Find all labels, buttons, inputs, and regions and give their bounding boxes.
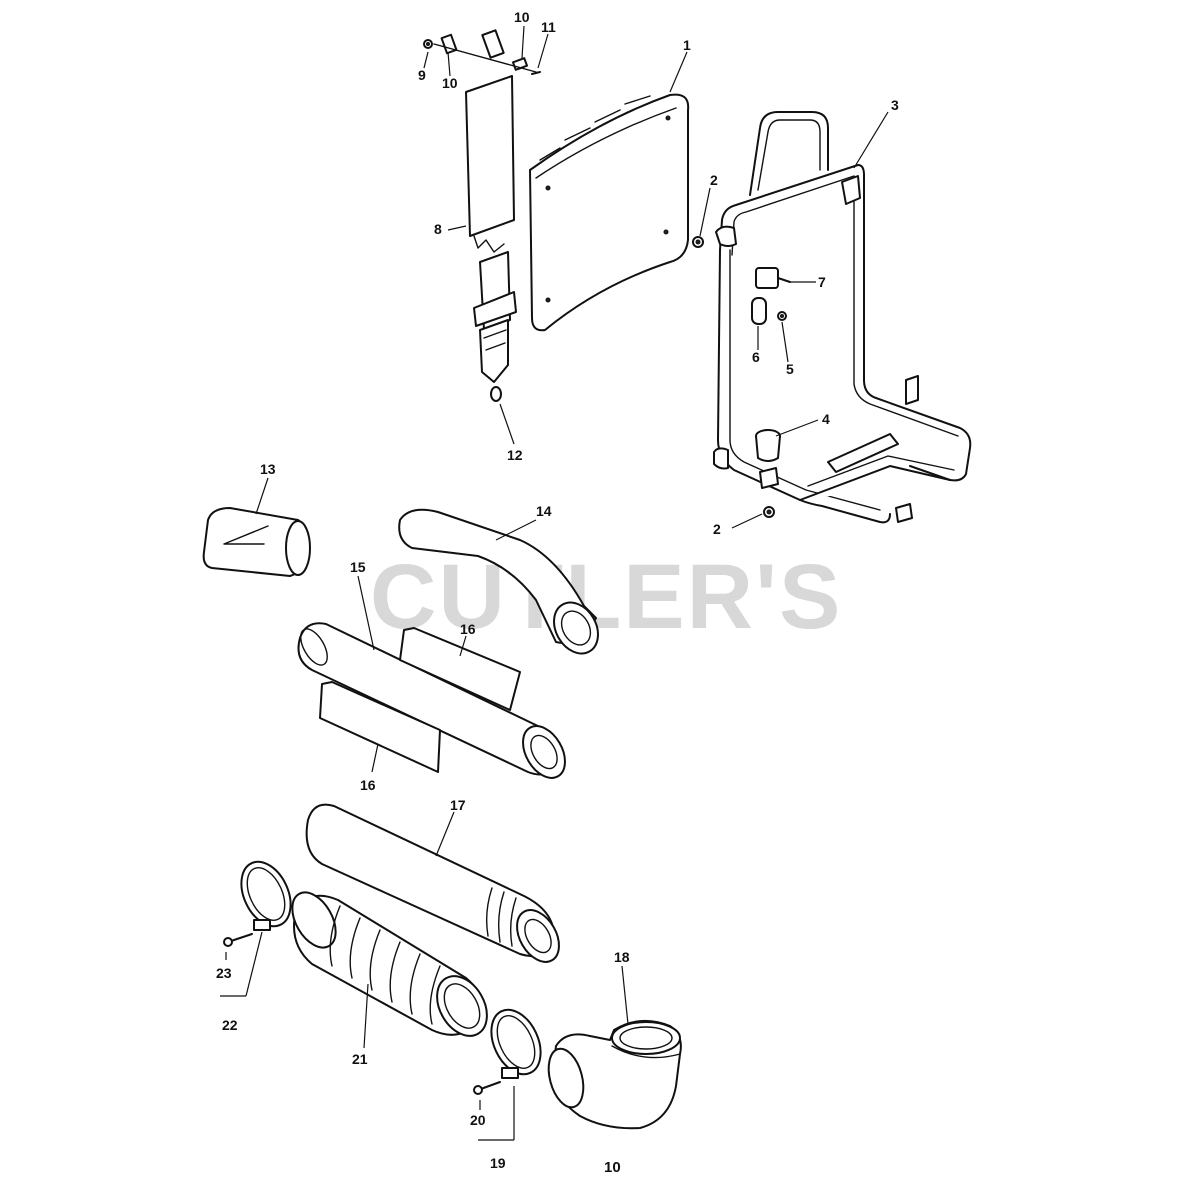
callout-15: 15 (350, 559, 366, 575)
part-16-decal-upper (399, 627, 521, 711)
watermark-text: CUTLER'S (370, 546, 842, 648)
part-12-clip (490, 386, 502, 402)
callout-17: 17 (450, 797, 466, 813)
callout-8: 8 (434, 221, 442, 237)
callout-21: 21 (352, 1051, 368, 1067)
leader-lines (220, 25, 889, 1141)
callout-10-left: 10 (442, 75, 458, 91)
callout-23: 23 (216, 965, 232, 981)
callout-2-lower: 2 (713, 521, 721, 537)
callout-13: 13 (260, 461, 276, 477)
callout-18: 18 (614, 949, 630, 965)
part-4-foot (755, 429, 781, 462)
part-15-straight-tube (297, 622, 566, 779)
callout-9: 9 (418, 67, 426, 83)
part-16-decal-lower (319, 681, 441, 773)
part-2-nut-lower (763, 506, 775, 518)
callout-19: 19 (490, 1155, 506, 1171)
part-11-screw (531, 71, 541, 75)
part-9-nut (423, 39, 433, 49)
callout-6: 6 (752, 349, 760, 365)
callout-14: 14 (536, 503, 552, 519)
callout-4: 4 (822, 411, 830, 427)
callout-16-lower: 16 (360, 777, 376, 793)
callout-5: 5 (786, 361, 794, 377)
callout-22: 22 (222, 1017, 238, 1033)
part-17-flex-tube (305, 803, 560, 963)
callout-3: 3 (891, 97, 899, 113)
callout-10-top: 10 (514, 9, 530, 25)
callouts: 1 2 3 4 5 6 7 2 8 9 10 10 11 12 13 14 15… (216, 9, 899, 1171)
part-5-screw (777, 311, 787, 321)
callout-16-upper: 16 (460, 621, 476, 637)
part-7-bumper (755, 267, 791, 289)
part-22-clamp (240, 860, 292, 931)
part-1-back-pad (529, 93, 690, 332)
callout-2-upper: 2 (710, 172, 718, 188)
figure-number: 10 (604, 1159, 621, 1176)
part-19-clamp (490, 1008, 542, 1079)
part-14-bent-tube (398, 508, 599, 655)
callout-12: 12 (507, 447, 523, 463)
callout-1: 1 (683, 37, 691, 53)
part-6-spacer (751, 297, 767, 325)
callout-20: 20 (470, 1112, 486, 1128)
callout-11: 11 (541, 19, 556, 35)
part-10-buckle (433, 29, 537, 73)
part-8-strap (465, 75, 517, 383)
part-23-screw (223, 933, 253, 947)
callout-7: 7 (818, 274, 826, 290)
part-2-nut-upper (692, 236, 704, 248)
part-20-screw (473, 1081, 501, 1095)
part-21-bellows-hose (291, 891, 488, 1037)
part-18-elbow (547, 1019, 682, 1130)
part-13-nozzle (202, 507, 311, 577)
